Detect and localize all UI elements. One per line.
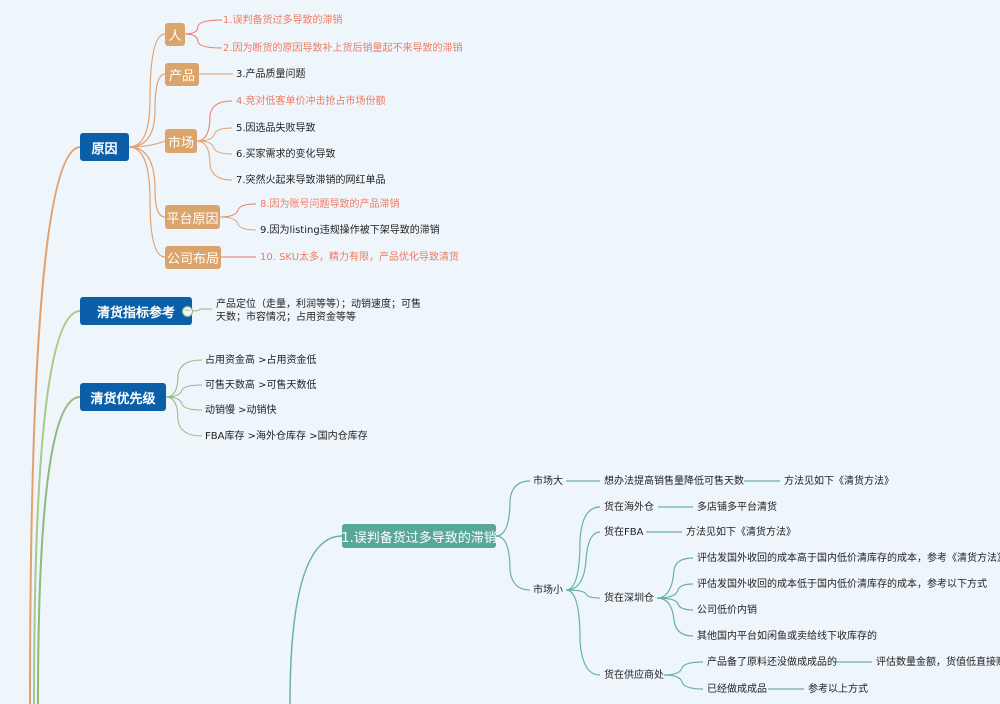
method-ref-1[interactable]: 方法见如下《清货方法》 bbox=[784, 476, 894, 487]
link-small-supplier bbox=[565, 589, 601, 676]
link-misjudge-big bbox=[495, 480, 531, 537]
link-sup-1 bbox=[663, 661, 704, 676]
supplier-option-2-ref[interactable]: 参考以上方式 bbox=[808, 684, 868, 695]
multi-shop[interactable]: 多店铺多平台清货 bbox=[697, 502, 777, 513]
link-cause-product bbox=[128, 73, 166, 148]
priority-p3[interactable]: 动销慢 >动销快 bbox=[205, 405, 277, 416]
leaf-c7[interactable]: 7.突然火起来导致滞销的网红单品 bbox=[236, 175, 386, 186]
stock-shenzhen[interactable]: 货在深圳仓 bbox=[604, 593, 654, 604]
link-index-text bbox=[191, 308, 212, 312]
priority-p4[interactable]: FBA库存 >海外仓库存 >国内仓库存 bbox=[205, 431, 368, 442]
link-cause-company bbox=[128, 146, 166, 258]
link-priority-p2 bbox=[165, 384, 203, 398]
node-market[interactable]: 市场 bbox=[165, 129, 197, 153]
raise-sales[interactable]: 想办法提高销售量降低可售天数 bbox=[604, 476, 744, 487]
link-people-c2 bbox=[184, 33, 223, 49]
trunk-misjudge bbox=[289, 535, 343, 704]
link-priority-p1 bbox=[165, 359, 203, 398]
leaf-c5[interactable]: 5.因选品失败导致 bbox=[236, 123, 316, 134]
leaf-c8[interactable]: 8.因为账号问题导致的产品滞销 bbox=[260, 199, 400, 210]
link-market-c7 bbox=[196, 140, 233, 181]
link-platform-c8 bbox=[219, 203, 257, 218]
supplier-option-2[interactable]: 已经做成成品 bbox=[707, 684, 767, 695]
link-people-c1 bbox=[184, 19, 223, 35]
node-company[interactable]: 公司布局 bbox=[165, 246, 221, 269]
link-sz-1 bbox=[656, 557, 694, 599]
link-platform-c9 bbox=[219, 216, 257, 231]
market-big[interactable]: 市场大 bbox=[533, 476, 563, 487]
link-sz-3 bbox=[656, 597, 694, 611]
stock-fba[interactable]: 货在FBA bbox=[604, 527, 644, 538]
index-line-1[interactable]: 产品定位（走量，利润等等）；动销速度；可售 bbox=[216, 299, 421, 310]
node-clear-index[interactable]: 清货指标参考 bbox=[80, 297, 192, 325]
link-market-c4 bbox=[196, 100, 233, 142]
index-line-2[interactable]: 天数；市容情况；占用资金等等 bbox=[216, 312, 356, 323]
supplier-option-1-eval[interactable]: 评估数量金额，货值低直接赔 bbox=[876, 657, 1000, 668]
link-priority-p4 bbox=[165, 396, 203, 437]
link-cause-platform bbox=[128, 146, 166, 218]
trunk-index bbox=[33, 310, 81, 704]
sz-option-4[interactable]: 其他国内平台如闲鱼或卖给线下收库存的 bbox=[697, 631, 877, 642]
trunk-priority bbox=[37, 396, 81, 704]
trunk-cause bbox=[29, 146, 81, 704]
link-cause-people bbox=[128, 33, 166, 148]
leaf-c10[interactable]: 10. SKU太多，精力有限，产品优化导致清货 bbox=[260, 252, 460, 263]
node-clear-priority[interactable]: 清货优先级 bbox=[80, 383, 166, 411]
supplier-option-1[interactable]: 产品备了原料还没做成成品的 bbox=[707, 657, 837, 668]
method-ref-2[interactable]: 方法见如下《清货方法》 bbox=[686, 527, 796, 538]
sz-option-3[interactable]: 公司低价内销 bbox=[697, 605, 757, 616]
leaf-c6[interactable]: 6.买家需求的变化导致 bbox=[236, 149, 336, 160]
leaf-c3[interactable]: 3.产品质量问题 bbox=[236, 69, 306, 80]
node-product[interactable]: 产品 bbox=[165, 63, 199, 86]
sz-option-1[interactable]: 评估发国外收回的成本高于国内低价清库存的成本，参考《清货方法》 bbox=[697, 553, 1000, 564]
link-priority-p3 bbox=[165, 396, 203, 411]
link-sz-2 bbox=[656, 583, 694, 599]
link-small-fba bbox=[565, 531, 601, 591]
link-small-overseas bbox=[565, 506, 601, 591]
stock-overseas[interactable]: 货在海外仓 bbox=[604, 502, 654, 513]
link-misjudge-small bbox=[495, 535, 531, 591]
link-sup-2 bbox=[663, 674, 704, 690]
node-platform[interactable]: 平台原因 bbox=[165, 205, 220, 229]
node-people[interactable]: 人 bbox=[165, 23, 185, 46]
link-market-c6 bbox=[196, 140, 233, 155]
sz-option-2[interactable]: 评估发国外收回的成本低于国内低价清库存的成本，参考以下方式 bbox=[697, 579, 987, 590]
leaf-c2[interactable]: 2.因为断货的原因导致补上货后销量起不来导致的滞销 bbox=[223, 43, 463, 54]
market-small[interactable]: 市场小 bbox=[533, 585, 563, 596]
priority-p2[interactable]: 可售天数高 >可售天数低 bbox=[205, 380, 317, 391]
priority-p1[interactable]: 占用资金高 >占用资金低 bbox=[205, 355, 317, 366]
link-sz-4 bbox=[656, 597, 694, 637]
leaf-c4[interactable]: 4.竞对低客单价冲击抢占市场份额 bbox=[236, 96, 386, 107]
stock-supplier[interactable]: 货在供应商处 bbox=[604, 670, 664, 681]
leaf-c1[interactable]: 1.误判备货过多导致的滞销 bbox=[223, 15, 343, 26]
link-market-c5 bbox=[196, 127, 233, 142]
leaf-c9[interactable]: 9.因为listing违规操作被下架导致的滞销 bbox=[260, 225, 440, 236]
link-small-shenzhen bbox=[565, 589, 601, 599]
node-cause[interactable]: 原因 bbox=[80, 133, 129, 161]
collapse-toggle[interactable]: − bbox=[182, 306, 193, 317]
node-misjudge[interactable]: 1.误判备货过多导致的滞销 bbox=[341, 524, 497, 548]
